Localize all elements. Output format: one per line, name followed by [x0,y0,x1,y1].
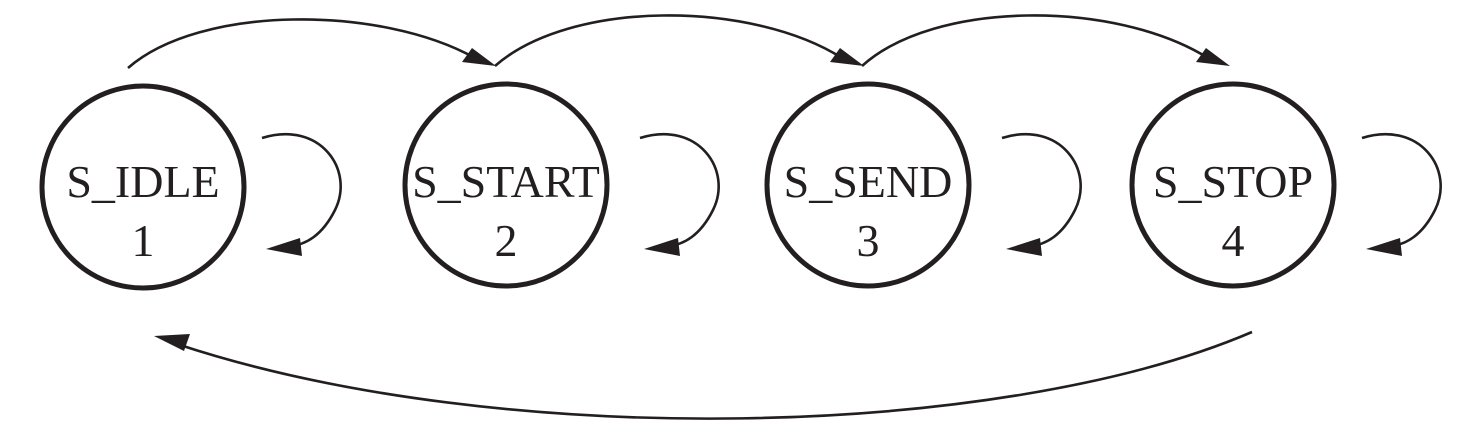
self-loop-stop [1361,132,1442,248]
arrowhead-idle-to-start [462,48,496,66]
transition-idle-to-start [127,18,476,69]
state-stop-name: S_STOP [1153,156,1313,207]
transition-start-to-send [494,14,843,67]
arrowhead-self-loop-send [1006,238,1042,256]
state-idle: S_IDLE 1 [39,83,247,291]
state-send-code: 3 [857,215,880,266]
state-send-circle [764,81,972,289]
transition-send-to-stop [861,14,1209,67]
self-loop-start [639,132,720,248]
state-idle-code: 1 [132,215,155,266]
self-loop-send [1001,132,1082,248]
arrowhead-self-loop-start [644,238,680,256]
state-stop: S_STOP 4 [1129,81,1337,289]
self-loop-idle [261,132,342,248]
state-start-circle [402,81,610,289]
arrowhead-self-loop-stop [1366,238,1402,256]
state-start: S_START 2 [402,81,610,289]
state-send: S_SEND 3 [764,81,972,289]
arrowhead-send-to-stop [1196,48,1230,66]
arrowhead-start-to-send [830,48,864,66]
state-stop-circle [1129,81,1337,289]
arrowhead-stop-to-idle [154,334,190,351]
state-start-code: 2 [495,215,518,266]
state-stop-code: 4 [1222,215,1245,266]
state-start-name: S_START [412,156,600,207]
arrowhead-self-loop-idle [266,238,302,256]
state-idle-name: S_IDLE [66,156,219,207]
state-idle-circle [39,83,247,291]
state-send-name: S_SEND [784,156,953,207]
transition-stop-to-idle [179,330,1253,420]
